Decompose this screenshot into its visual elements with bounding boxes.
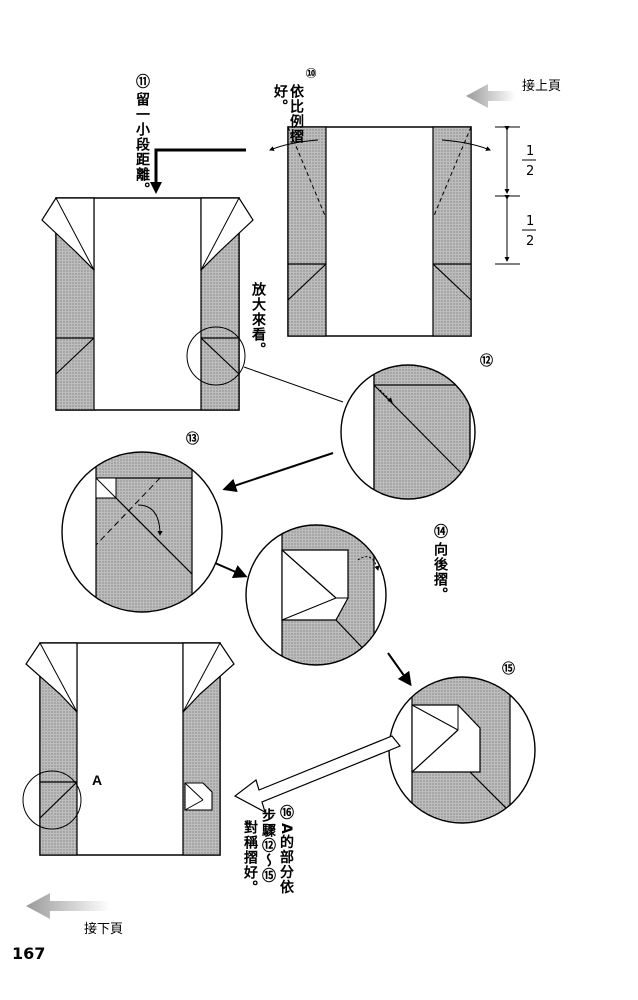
step10-paper (269, 126, 491, 337)
zoom-note: 放大來看。 (250, 282, 266, 357)
next-page-arrow (26, 893, 110, 919)
label-a: A (92, 772, 103, 788)
step13-number: ⑬ (186, 432, 200, 447)
step13-zoom (61, 451, 223, 613)
page-number: 167 (12, 944, 46, 963)
step14-number: ⑭ (432, 524, 448, 539)
step12-number: ⑫ (480, 354, 494, 369)
step10-number: ⑩ (303, 66, 319, 83)
step14-text: 向後摺。 (432, 542, 448, 602)
next-page-label: 接下頁 (84, 922, 124, 937)
step16-number: ⑯ (278, 805, 294, 820)
prev-page-arrow (466, 84, 516, 108)
arrow-15-to-final (233, 735, 401, 814)
final-paper (22, 642, 235, 856)
ratio-top-numerator: 1 (526, 144, 534, 159)
ratio-top-denominator: 2 (526, 164, 534, 179)
step10-text: 依比例摺好。 (272, 84, 304, 144)
ratio-bottom-numerator: 1 (526, 214, 534, 229)
step14-zoom (245, 524, 387, 666)
step11-number: ⑪ (134, 74, 150, 89)
step11-paper (41, 197, 344, 411)
step12-zoom (340, 364, 476, 500)
ratio-markers: 1 2 1 2 (495, 126, 536, 265)
prev-page-label: 接上頁 (522, 79, 562, 94)
step10-text-box: 依比例摺好。 (270, 84, 318, 144)
step16-text-line3: 對稱摺好。 (242, 820, 258, 895)
arrow-12-to-13 (222, 452, 334, 493)
step11-arrow (150, 148, 246, 194)
arrow-14-to-15 (387, 652, 412, 687)
step15-number: ⑮ (502, 662, 516, 677)
step16-text-line2: 步驟⑫～⑮ (260, 808, 276, 883)
arrow-13-to-14 (214, 562, 248, 578)
step11-text: 留一小段距離。 (134, 92, 150, 197)
step16-text-line1: A的部分依 (278, 823, 294, 895)
ratio-bottom-denominator: 2 (526, 234, 534, 249)
step15-zoom (388, 676, 536, 824)
